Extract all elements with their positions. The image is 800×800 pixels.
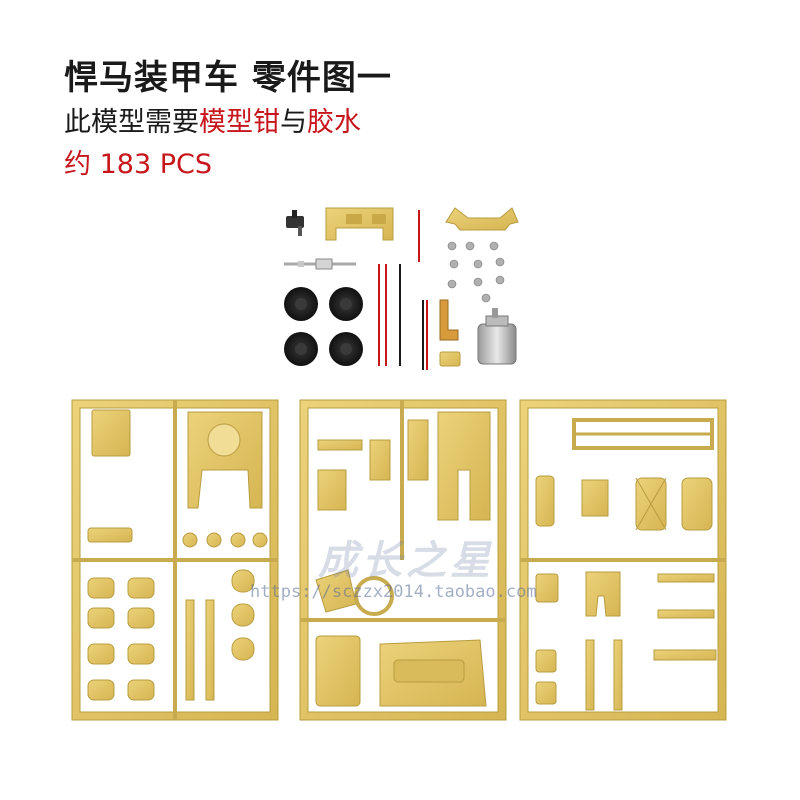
loose-parts	[284, 207, 519, 370]
switch-part	[286, 210, 304, 236]
tire-part	[284, 287, 363, 366]
axle-part	[284, 258, 356, 270]
requirement-pliers: 模型钳	[199, 107, 280, 138]
sprue-frame-2	[299, 399, 507, 721]
watermark-brand: 成长之星	[318, 538, 494, 584]
battery-contact-part	[439, 299, 461, 367]
watermark-url: https://sczzx2014.taobao.com	[250, 582, 537, 602]
sprue-frame-3	[519, 399, 727, 721]
requirements-prefix: 此模型需要	[64, 107, 199, 138]
parts-photo	[71, 207, 727, 721]
page-title: 悍马装甲车 零件图一	[64, 58, 392, 98]
wire-part	[378, 210, 428, 370]
screw-set	[447, 241, 505, 303]
motor-mount-part	[325, 207, 394, 241]
piece-count: 约 183 PCS	[64, 149, 212, 180]
motor-part	[477, 308, 517, 365]
requirements-joiner: 与	[280, 107, 307, 138]
bumper-part	[445, 207, 519, 231]
sprue-frame-1	[71, 399, 279, 721]
requirements-line: 此模型需要模型钳与胶水	[64, 100, 361, 139]
requirement-glue: 胶水	[307, 107, 361, 138]
